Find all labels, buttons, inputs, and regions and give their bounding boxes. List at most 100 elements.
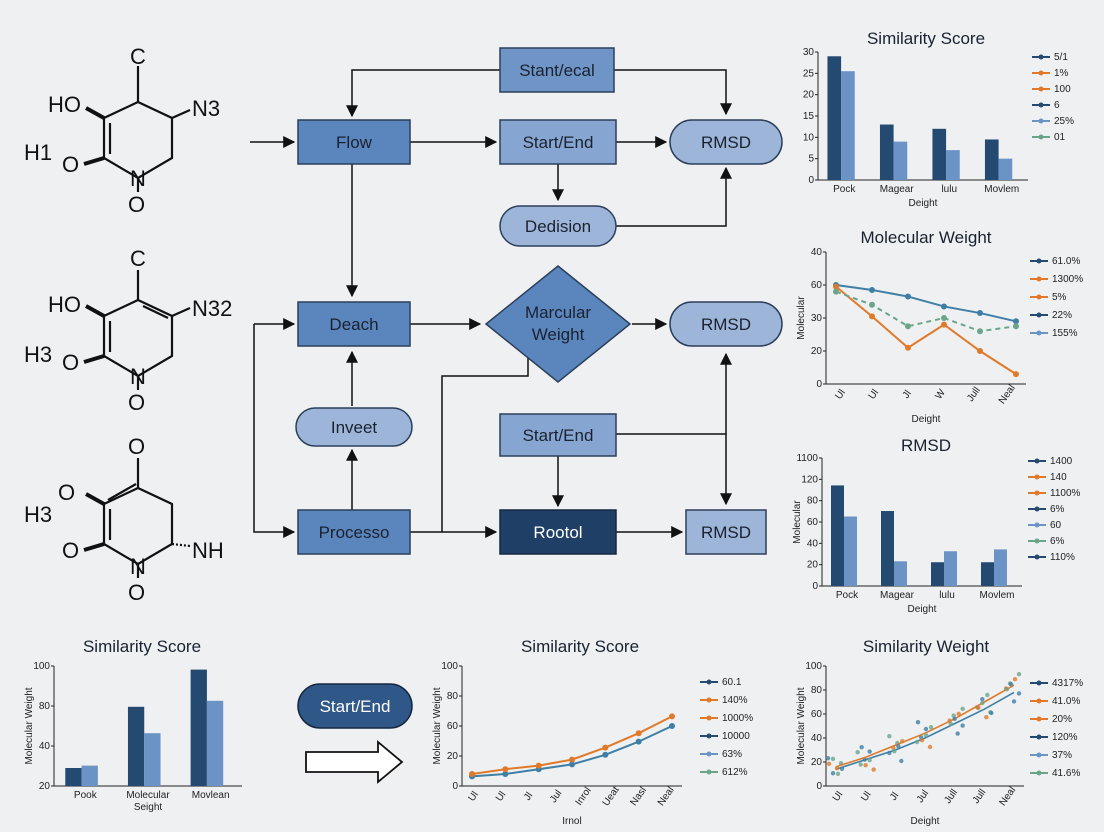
bar	[206, 700, 224, 786]
mol1-atom-o-left: O	[62, 152, 79, 177]
data-point	[1008, 682, 1014, 687]
data-point	[602, 744, 609, 751]
legend-marker	[1036, 680, 1042, 686]
legend-label: 37%	[1052, 750, 1072, 761]
data-point	[635, 730, 642, 737]
data-point	[863, 763, 868, 768]
data-point	[855, 750, 860, 755]
data-point	[1004, 687, 1010, 692]
trend-line	[835, 684, 1015, 768]
data-point	[669, 713, 675, 720]
series-line	[835, 285, 1017, 375]
data-point	[830, 771, 836, 776]
mol1-atom-n3: N3	[192, 96, 220, 121]
svg-text:Marcular: Marcular	[525, 303, 591, 322]
series-line	[835, 284, 1017, 323]
y-tick-label: 100	[805, 661, 822, 672]
y-tick-label: 0	[812, 581, 818, 592]
bar	[879, 124, 894, 180]
data-point	[1012, 677, 1018, 682]
legend-label: 1000%	[722, 713, 753, 724]
legend-label: 6	[1054, 100, 1060, 111]
data-point	[919, 738, 925, 743]
legend-label: 01	[1054, 132, 1066, 143]
legend-label: 4317%	[1052, 678, 1083, 689]
legend-label: 1300%	[1052, 274, 1083, 285]
svg-text:Processo: Processo	[319, 523, 390, 542]
bar	[984, 139, 999, 180]
x-tick-label: Neal	[997, 785, 1018, 808]
bar	[65, 768, 82, 786]
svg-text:Deach: Deach	[329, 315, 378, 334]
data-point	[899, 758, 904, 764]
bar	[893, 141, 908, 180]
data-point	[980, 697, 985, 702]
data-point	[871, 767, 876, 772]
y-tick-label: 100	[33, 661, 50, 672]
legend-marker	[1036, 716, 1042, 722]
data-point	[887, 734, 892, 739]
legend-label: 61.0%	[1052, 256, 1080, 267]
legend-marker	[1036, 276, 1042, 282]
legend-label: 5%	[1052, 292, 1067, 303]
bar	[190, 669, 207, 786]
legend-label: 63%	[722, 749, 742, 760]
data-point	[948, 721, 953, 726]
chart-title: RMSD	[901, 436, 951, 455]
data-point	[977, 328, 983, 335]
svg-text:RMSD: RMSD	[701, 133, 751, 152]
mol1-atom-n: N	[130, 166, 146, 191]
y-tick-label: 40	[811, 733, 823, 744]
data-point	[1016, 691, 1022, 696]
y-tick-label: 20	[811, 346, 823, 357]
legend-label: 140%	[722, 695, 748, 706]
legend-marker	[1036, 330, 1042, 336]
x-tick-label: Movlean	[192, 790, 230, 801]
x-axis-label: Deight	[911, 816, 940, 827]
flow-connectors	[250, 69, 732, 538]
data-point	[867, 749, 872, 754]
y-axis-label: Molecular	[796, 296, 807, 340]
y-tick-label: 80	[811, 685, 823, 696]
hollow-arrow	[305, 740, 404, 784]
data-point	[858, 762, 863, 767]
bar	[946, 150, 960, 180]
legend-marker	[1036, 294, 1042, 300]
data-point	[1013, 371, 1019, 378]
y-tick-label: 60	[811, 280, 823, 291]
chart-title: Molecular Weight	[860, 228, 991, 247]
x-tick-label: W	[933, 387, 948, 402]
legend-marker	[1038, 70, 1044, 76]
x-tick-label: Movlem	[979, 590, 1014, 601]
mol2-atom-ho: HO	[48, 292, 81, 317]
data-point	[905, 323, 911, 330]
mol2-atom-o-bottom: O	[128, 390, 145, 415]
bar	[844, 516, 857, 586]
y-tick-label: 20	[39, 781, 51, 792]
y-axis-label: Molecular Weight	[432, 687, 443, 764]
y-tick-label: 80	[447, 691, 459, 702]
legend-label: 6%	[1050, 536, 1065, 547]
data-point	[869, 301, 875, 308]
x-tick-label: Jull	[965, 385, 983, 404]
legend-label: 1%	[1054, 68, 1069, 79]
bar	[841, 71, 855, 180]
data-point	[469, 771, 475, 777]
node-diamond-molecular-weight: Marcular Weight	[484, 265, 632, 383]
x-axis-label: Deight	[908, 604, 937, 615]
node-decision: Dedision	[499, 205, 617, 247]
data-point	[896, 744, 901, 749]
x-axis-label: Irnol	[562, 816, 581, 827]
legend-marker	[1034, 506, 1040, 512]
y-tick-label: 20	[811, 757, 823, 768]
data-point	[825, 756, 831, 761]
x-tick-label: Pock	[833, 184, 856, 195]
data-point	[989, 710, 994, 716]
legend-label: 60	[1050, 520, 1062, 531]
mol3-atom-o-bottom: O	[128, 580, 145, 605]
y-axis-label: Molecular Weight	[796, 687, 807, 764]
legend-marker	[1034, 490, 1040, 496]
